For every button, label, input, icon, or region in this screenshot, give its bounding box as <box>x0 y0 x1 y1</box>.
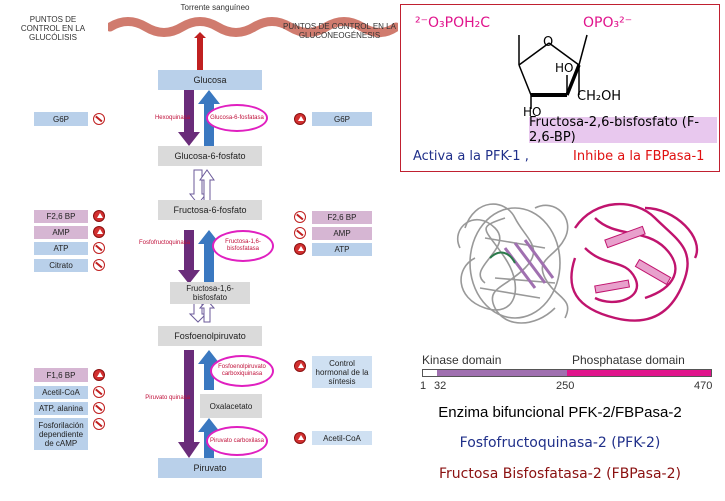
domain-bar-kinase <box>437 370 567 376</box>
activate-icon <box>294 113 306 125</box>
activate-icon <box>294 243 306 255</box>
caption-pfk2: Fosfofructoquinasa-2 (PFK-2) <box>459 435 661 451</box>
header-glycolysis: PUNTOS DE CONTROL EN LA GLUCÓLISIS <box>20 15 86 42</box>
phosphatase-domain-label: Phosphatase domain <box>572 353 685 367</box>
inhibit-icon <box>93 386 105 398</box>
caption-fbpase2: Fructosa Bisfosfatasa-2 (FBPasa-2) <box>439 466 681 482</box>
enzyme-pyruvate-kinase: Piruvato quinasa <box>145 395 190 401</box>
kinase-domain-label: Kinase domain <box>422 353 502 367</box>
regulator-left-amp: AMP <box>34 226 88 239</box>
regulator-left-f26bp: F2,6 BP <box>34 210 88 223</box>
enzyme-pyruvate-carboxylase: Piruvato carboxilasa <box>206 426 268 456</box>
enzyme-hexokinase: Hexoquinasa <box>154 115 190 121</box>
hydroxyl-bottom: HO <box>523 105 542 119</box>
enzyme-glucose-6-phosphatase: Glucosa-6-fosfatasa <box>206 104 268 132</box>
inhibit-icon <box>93 402 105 414</box>
activate-icon <box>93 210 105 222</box>
inhibits-text: Inhibe a la FBPasa-1 <box>573 149 705 164</box>
regulator-right-g6p: G6P <box>312 112 372 126</box>
inhibit-icon <box>93 242 105 254</box>
bloodstream-wave <box>108 17 398 37</box>
inhibit-icon <box>294 211 306 223</box>
metabolite-fructose-1-6-bisphosphate: Fructosa-1,6-bisfosfato <box>170 282 250 304</box>
tick-250: 250 <box>556 380 575 392</box>
activate-icon <box>294 360 306 372</box>
domain-bar <box>422 369 712 377</box>
phosphate-group-left: ²⁻O₃POH₂C <box>415 15 491 31</box>
fructose-26-bp-structure-panel: ²⁻O₃POH₂C OPO₃²⁻ O HO HO CH₂OH Fructosa-… <box>400 4 720 172</box>
regulator-left-atp: ATP <box>34 242 88 255</box>
caption-bifunctional-enzyme: Enzima bifuncional PFK-2/FBPasa-2 <box>438 404 682 421</box>
metabolite-phosphoenolpyruvate: Fosfoenolpiruvato <box>158 326 262 346</box>
regulator-left-camp: Fosforilación dependiente de cAMP <box>34 418 88 450</box>
metabolite-glucose-6-phosphate: Glucosa-6-fosfato <box>158 146 262 166</box>
bloodstream-label: Torrente sanguíneo <box>180 3 250 12</box>
enzyme-phosphofructokinase: Fosfofructoquinasa <box>138 240 190 246</box>
ring-oxygen: O <box>543 35 554 50</box>
regulator-right-f26bp: F2,6 BP <box>312 211 372 224</box>
activate-icon <box>294 432 306 444</box>
regulator-right-acetylcoa: Acetil-CoA <box>312 431 372 445</box>
activate-icon <box>93 369 105 381</box>
enzyme-pep-carboxykinase: Fosfoenolpiruvato carboxiquinasa <box>210 355 274 387</box>
hydroxyl-inner: HO <box>555 61 574 75</box>
metabolite-oxaloacetate: Oxalacetato <box>200 394 262 418</box>
metabolite-glucose: Glucosa <box>158 70 262 90</box>
tick-32: 32 <box>434 380 447 392</box>
inhibit-icon <box>93 259 105 271</box>
furanose-ring-diagram <box>518 34 588 109</box>
inhibit-icon <box>93 113 105 125</box>
phosphate-group-right: OPO₃²⁻ <box>583 15 633 31</box>
compound-name: Fructosa-2,6-bisfosfato (F-2,6-BP) <box>529 115 717 145</box>
pathway-arrows <box>178 32 220 458</box>
tick-470: 470 <box>694 380 713 392</box>
metabolite-fructose-6-phosphate: Fructosa-6-fosfato <box>158 200 262 220</box>
header-gluconeogenesis: PUNTOS DE CONTROL EN LA GLUCONEOGÉNESIS <box>283 22 396 40</box>
regulator-right-atp: ATP <box>312 243 372 256</box>
regulator-left-citrate: Citrato <box>34 259 88 272</box>
regulator-left-acetylcoa: Acetil-CoA <box>34 386 88 399</box>
regulator-left-atp-alanine: ATP, alanina <box>34 402 88 415</box>
domain-bar-nterm <box>423 370 438 376</box>
ch2oh-group: CH₂OH <box>577 89 622 104</box>
protein-structure-image <box>457 202 699 324</box>
metabolite-pyruvate: Piruvato <box>158 458 262 478</box>
activate-icon <box>93 226 105 238</box>
domain-bar-phosphatase <box>566 370 711 376</box>
inhibit-icon <box>93 418 105 430</box>
enzyme-fructose-bisphosphatase: Fructosa-1,6-bisfosfatasa <box>212 230 274 262</box>
regulator-left-f16bp: F1,6 BP <box>34 368 88 382</box>
regulator-right-amp: AMP <box>312 227 372 240</box>
activates-text: Activa a la PFK-1 , <box>413 149 529 164</box>
regulator-right-hormonal: Control hormonal de la síntesis <box>312 356 372 388</box>
tick-1: 1 <box>420 380 427 392</box>
regulator-left-g6p: G6P <box>34 112 88 126</box>
inhibit-icon <box>294 227 306 239</box>
